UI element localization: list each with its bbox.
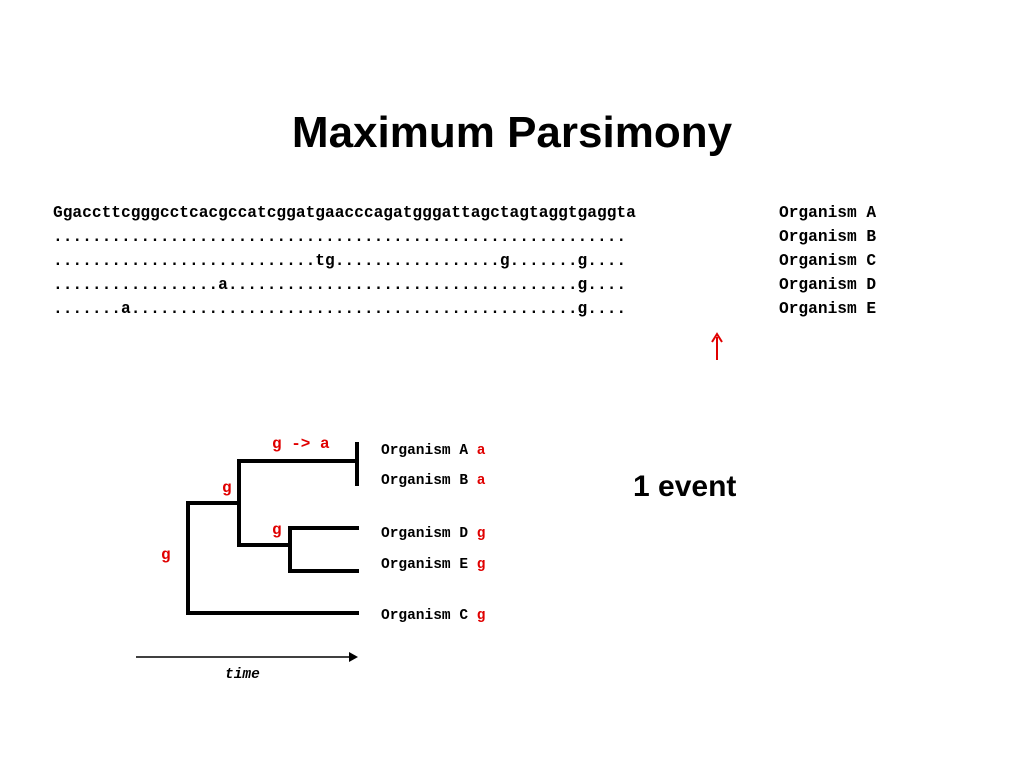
node-state-ab-de: g bbox=[222, 479, 232, 497]
alignment-row-d: .................a......................… bbox=[53, 273, 876, 297]
leaf-name: Organism D bbox=[381, 526, 469, 542]
organism-label-c: Organism C bbox=[779, 252, 877, 270]
event-count: 1 event bbox=[633, 470, 737, 503]
position-marker-arrow-icon bbox=[711, 332, 723, 360]
leaf-name: Organism B bbox=[381, 473, 469, 489]
organism-label-a: Organism A bbox=[779, 204, 877, 222]
leaf-organism-e: Organism E g bbox=[381, 556, 485, 574]
organism-label-b: Organism B bbox=[779, 228, 877, 246]
sequence-b: ........................................… bbox=[53, 228, 627, 246]
leaf-state: a bbox=[476, 443, 486, 459]
node-state-root: g bbox=[161, 546, 171, 564]
organism-label-d: Organism D bbox=[779, 276, 877, 294]
leaf-name: Organism C bbox=[381, 608, 469, 624]
leaf-state: a bbox=[476, 473, 486, 489]
node-state-change: g -> a bbox=[272, 435, 330, 453]
sequence-a: Ggaccttcgggcctcacgccatcggatgaacccagatggg… bbox=[53, 204, 636, 222]
alignment-row-e: .......a................................… bbox=[53, 297, 876, 321]
leaf-name: Organism E bbox=[381, 557, 469, 573]
alignment-row-b: ........................................… bbox=[53, 225, 876, 249]
alignment-row-a: Ggaccttcgggcctcacgccatcggatgaacccagatggg… bbox=[53, 201, 876, 225]
sequence-e: .......a................................… bbox=[53, 300, 627, 318]
sequence-d: .................a......................… bbox=[53, 276, 627, 294]
node-state-de: g bbox=[272, 521, 282, 539]
leaf-organism-d: Organism D g bbox=[381, 525, 485, 543]
leaf-state: g bbox=[476, 608, 486, 624]
leaf-organism-b: Organism B a bbox=[381, 472, 485, 490]
organism-label-e: Organism E bbox=[779, 300, 877, 318]
leaf-organism-c: Organism C g bbox=[381, 607, 485, 625]
time-axis-arrow-icon bbox=[136, 652, 358, 662]
leaf-state: g bbox=[476, 557, 486, 573]
leaf-organism-a: Organism A a bbox=[381, 442, 485, 460]
leaf-state: g bbox=[476, 526, 486, 542]
sequence-alignment: Ggaccttcgggcctcacgccatcggatgaacccagatggg… bbox=[53, 201, 876, 321]
alignment-row-c: ...........................tg...........… bbox=[53, 249, 876, 273]
slide-title: Maximum Parsimony bbox=[291, 108, 733, 157]
time-axis-label: time bbox=[225, 667, 260, 683]
leaf-name: Organism A bbox=[381, 443, 469, 459]
sequence-c: ...........................tg...........… bbox=[53, 252, 627, 270]
